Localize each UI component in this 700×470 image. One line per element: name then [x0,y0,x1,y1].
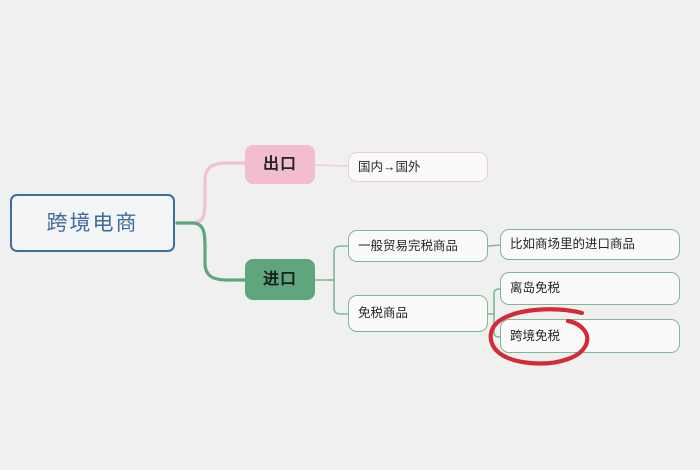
branch-node-import[interactable]: 进口 [245,259,315,300]
leaf-node-mall-goods[interactable]: 比如商场里的进口商品 [500,229,680,260]
node-general-trade[interactable]: 一般贸易完税商品 [348,230,488,262]
branch-node-export[interactable]: 出口 [245,145,315,184]
branch-node-export-label: 出口 [262,155,297,173]
connector-export-to-flow [314,164,349,167]
connector-general-to-mall [487,244,501,247]
connector-root-to-export [175,161,247,225]
branch-node-import-label: 进口 [262,270,297,288]
node-duty-free-label: 免税商品 [358,306,409,321]
leaf-node-mall-goods-label: 比如商场里的进口商品 [510,237,636,252]
leaf-node-offshore-duty-free[interactable]: 离岛免税 [500,272,680,305]
leaf-node-cross-border-duty-free-label: 跨境免税 [510,328,561,343]
connector-import-to-general [327,245,349,281]
root-node[interactable]: 跨境电商 [10,194,175,252]
leaf-node-cross-border-duty-free[interactable]: 跨境免税 [500,319,680,353]
leaf-node-export-flow[interactable]: 国内→国外 [348,152,488,182]
leaf-node-offshore-duty-free-label: 离岛免税 [510,281,561,296]
connector-root-to-import [175,221,247,282]
leaf-node-export-flow-label: 国内→国外 [358,159,421,174]
node-general-trade-label: 一般贸易完税商品 [358,238,459,253]
connector-import-to-dutyfree [327,279,349,315]
node-duty-free[interactable]: 免税商品 [348,295,488,332]
root-node-label: 跨境电商 [46,211,139,235]
